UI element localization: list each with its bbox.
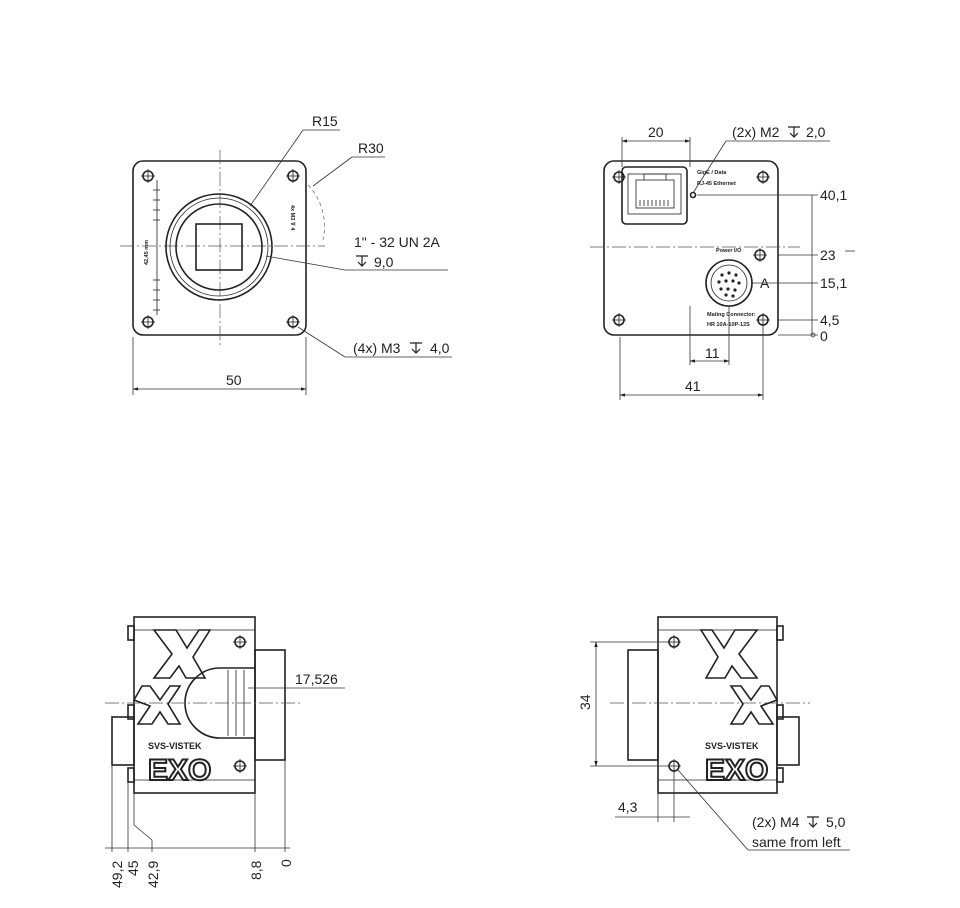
back-width-label: 41 <box>685 378 701 394</box>
mount-holes-depth: 4,0 <box>430 340 450 356</box>
rj45-port <box>621 166 688 225</box>
exo-logo: EXO <box>148 754 211 787</box>
side-dim-49: 49,2 <box>109 861 125 888</box>
mating-label-2: HR 10A-10P-12S <box>707 322 750 328</box>
mounting-hole <box>141 315 155 329</box>
lens-mount-protrusion <box>254 649 286 761</box>
power-io-connector <box>705 259 753 307</box>
x-logo <box>132 629 212 725</box>
height-top-label: 40,1 <box>820 187 847 203</box>
front-width-label: 50 <box>226 372 242 388</box>
rj45-protrusion <box>776 716 800 766</box>
x-logo <box>699 629 779 725</box>
side-label-right: 4x M3 ⊽ 4 <box>289 205 296 231</box>
side-view-right: SVS-VISTEK EXO 34 4,3 (2x) M4 5,0 same f… <box>577 616 850 851</box>
gige-label: GigE / Data <box>697 170 727 176</box>
rj45-protrusion <box>111 716 135 766</box>
height-low-label: 4,5 <box>820 312 840 328</box>
mount-depth-label: 17,526 <box>295 671 338 687</box>
datum-label: A <box>760 275 770 291</box>
side-offset-label: 4,3 <box>618 799 638 815</box>
sensor-opening <box>195 223 243 271</box>
mating-label-1: Mating Connector: <box>707 312 756 318</box>
m4-holes-label: (2x) M4 <box>752 814 800 830</box>
back-body-outline <box>603 160 779 336</box>
side-height-label: 34 <box>577 694 593 710</box>
rj45-width-label: 20 <box>648 124 664 140</box>
lens-mount-protrusion <box>627 649 659 761</box>
side-dim-8: 8,8 <box>248 860 264 880</box>
side-dim-42: 42,9 <box>145 861 161 888</box>
lens-mount-inner <box>175 203 263 291</box>
exo-logo: EXO <box>705 754 768 787</box>
mounting-hole <box>141 169 155 183</box>
back-view: GigE / Data RJ-45 Ethernet Power I/O Mat… <box>590 124 855 400</box>
mounting-hole <box>612 170 626 184</box>
thread-label: 1" - 32 UN 2A <box>354 234 441 250</box>
m2-holes-label: (2x) M2 <box>732 124 780 140</box>
height-conn-label: 15,1 <box>820 275 847 291</box>
engraved-scale <box>153 180 160 315</box>
lens-mount-outer <box>165 193 273 301</box>
radius-r15-label: R15 <box>312 113 338 129</box>
radius-r30-label: R30 <box>358 140 384 156</box>
thread-depth-label: 9,0 <box>374 254 394 270</box>
brand-label: SVS-VISTEK <box>705 741 759 751</box>
mounting-hole <box>286 169 300 183</box>
mounting-hole <box>756 313 770 327</box>
m4-note-label: same from left <box>752 834 841 850</box>
mounting-hole <box>612 313 626 327</box>
brand-label: SVS-VISTEK <box>148 741 202 751</box>
m2-hole <box>689 191 697 199</box>
front-body-outline <box>132 160 307 336</box>
height-zero-label: 0 <box>820 328 828 344</box>
m2-depth-label: 2,0 <box>806 124 826 140</box>
mounting-hole <box>756 170 770 184</box>
m4-depth-label: 5,0 <box>826 814 846 830</box>
front-view: 42,45 mm 4x M3 ⊽ 4 R15 R30 1" - 32 UN 2A… <box>120 113 452 395</box>
side-view-left: SVS-VISTEK EXO 17,526 49,2 45 42,9 8,8 0 <box>105 616 345 888</box>
side-label-left: 42,45 mm <box>144 240 150 265</box>
power-label: Power I/O <box>716 248 742 254</box>
side-dim-0: 0 <box>278 859 294 867</box>
mount-holes-label: (4x) M3 <box>353 340 401 356</box>
connector-offset-label: 11 <box>705 345 720 361</box>
ethernet-label: RJ-45 Ethernet <box>697 181 736 187</box>
mounting-hole <box>753 248 767 262</box>
mounting-hole <box>286 315 300 329</box>
height-mid-label: 23 <box>820 247 836 263</box>
side-dim-45: 45 <box>125 860 141 876</box>
